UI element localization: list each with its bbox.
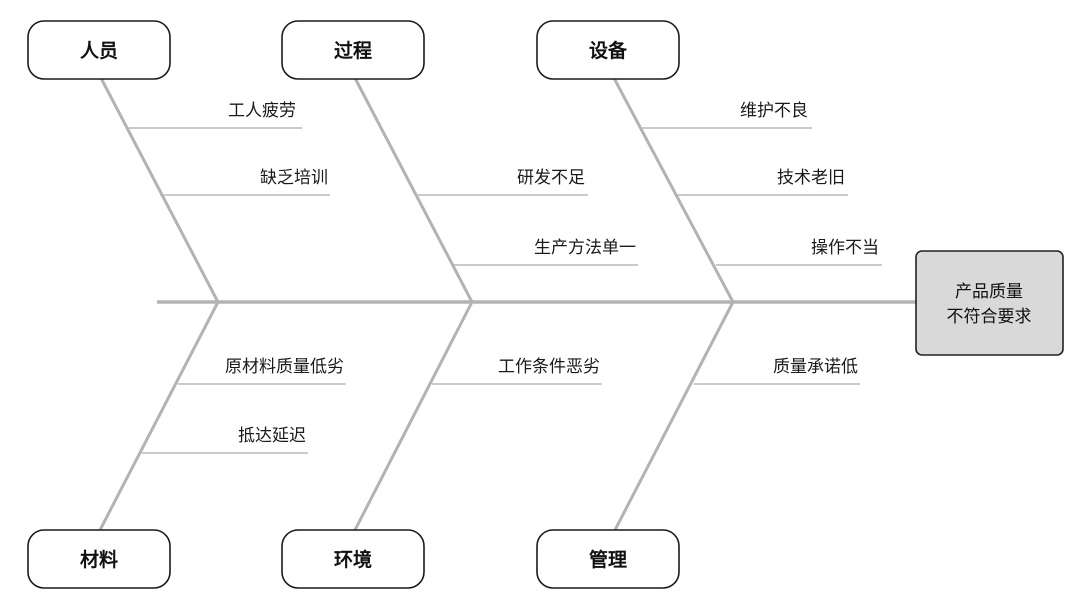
bone-equipment bbox=[613, 78, 735, 304]
category-label-people: 人员 bbox=[80, 40, 118, 62]
cause-material-1: 原材料质量低劣 bbox=[225, 357, 344, 377]
category-environment: 环境 bbox=[281, 529, 425, 589]
effect-line-2: 不符合要求 bbox=[947, 307, 1032, 327]
category-box-management bbox=[536, 529, 680, 589]
bone-process bbox=[354, 78, 474, 304]
category-label-process: 过程 bbox=[334, 40, 372, 62]
category-equipment: 设备 bbox=[536, 20, 680, 80]
cause-management-1: 质量承诺低 bbox=[773, 357, 858, 377]
category-box-environment bbox=[281, 529, 425, 589]
cause-equipment-1: 维护不良 bbox=[740, 101, 808, 121]
category-box-process bbox=[281, 20, 425, 80]
cause-material-2: 抵达延迟 bbox=[238, 426, 306, 446]
cause-equipment-3: 操作不当 bbox=[811, 238, 879, 258]
effect-box bbox=[915, 250, 1064, 356]
category-label-management: 管理 bbox=[589, 548, 627, 571]
category-process: 过程 bbox=[281, 20, 425, 80]
category-box-people bbox=[27, 20, 171, 80]
cause-process-2: 生产方法单一 bbox=[534, 238, 636, 258]
effect-line-1: 产品质量 bbox=[955, 282, 1023, 302]
category-label-equipment: 设备 bbox=[589, 39, 628, 62]
category-box-equipment bbox=[536, 20, 680, 80]
category-management: 管理 bbox=[536, 529, 680, 589]
cause-equipment-2: 技术老旧 bbox=[777, 168, 845, 188]
category-people: 人员 bbox=[27, 20, 171, 80]
category-label-material: 材料 bbox=[80, 548, 118, 571]
bone-material bbox=[98, 300, 220, 532]
bone-management bbox=[613, 300, 735, 532]
cause-environment-1: 工作条件恶劣 bbox=[498, 357, 600, 377]
effect-head: 产品质量 不符合要求 bbox=[915, 250, 1064, 356]
cause-process-1: 研发不足 bbox=[517, 168, 585, 188]
bone-people bbox=[100, 78, 220, 304]
category-box-material bbox=[27, 529, 171, 589]
cause-people-1: 工人疲劳 bbox=[228, 101, 296, 121]
cause-people-2: 缺乏培训 bbox=[260, 168, 328, 188]
category-label-environment: 环境 bbox=[334, 548, 372, 571]
bone-environment bbox=[353, 300, 474, 532]
category-material: 材料 bbox=[27, 529, 171, 589]
